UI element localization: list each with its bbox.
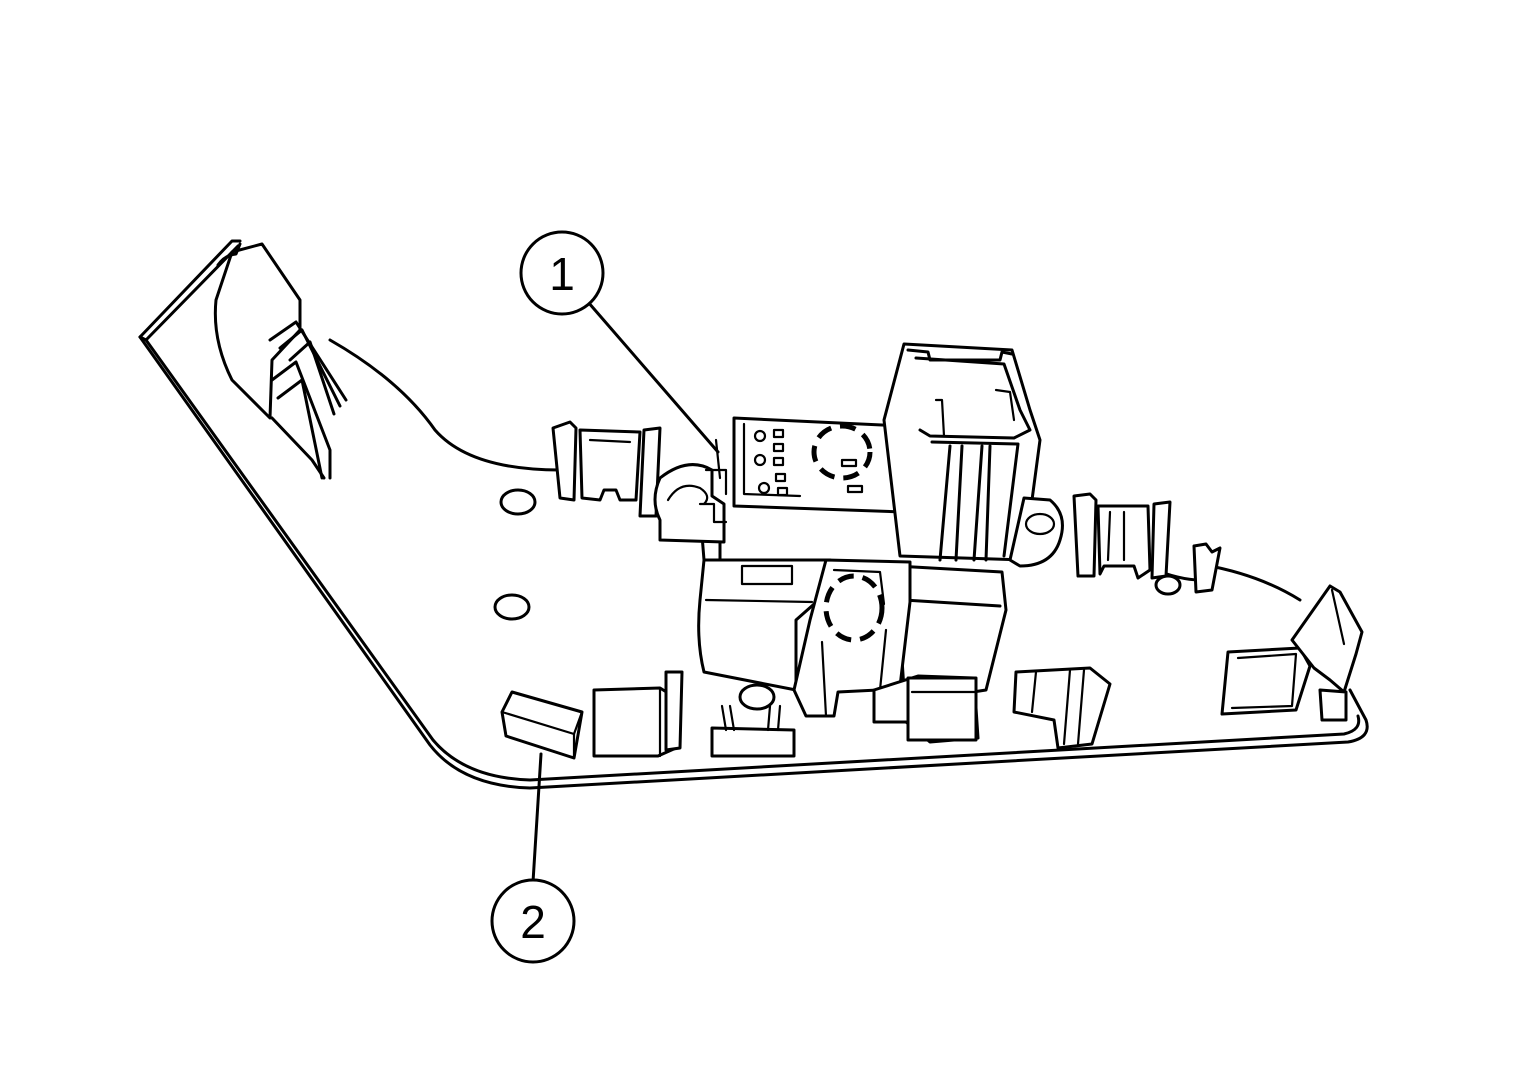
locator-dashed-lower xyxy=(823,573,885,643)
left-bracket xyxy=(213,242,348,480)
upright-housing xyxy=(882,342,1064,568)
left-clip xyxy=(551,420,662,518)
callout-2: 2 xyxy=(490,752,576,964)
right-clips xyxy=(1072,492,1222,594)
callout-1-circle xyxy=(519,230,605,316)
hole-upper xyxy=(499,488,537,516)
hole-lower xyxy=(738,683,776,711)
callout-1-leader xyxy=(586,300,720,454)
hole-right xyxy=(1154,574,1182,596)
right-bracket xyxy=(1220,584,1364,722)
callout-1: 1 xyxy=(519,230,720,454)
callout-2-leader xyxy=(531,752,543,884)
base-plate xyxy=(138,239,1369,790)
callout-1-label: 1 xyxy=(549,248,575,300)
hole-middle xyxy=(493,593,531,621)
callout-2-circle xyxy=(490,878,576,964)
front-connector xyxy=(872,674,980,744)
lower-connectors xyxy=(592,666,1112,758)
mounting-holes xyxy=(493,488,1182,711)
pad-2 xyxy=(500,690,584,760)
module-1 xyxy=(653,416,906,544)
callout-2-label: 2 xyxy=(520,896,546,948)
locator-dashed-upper xyxy=(811,423,873,481)
